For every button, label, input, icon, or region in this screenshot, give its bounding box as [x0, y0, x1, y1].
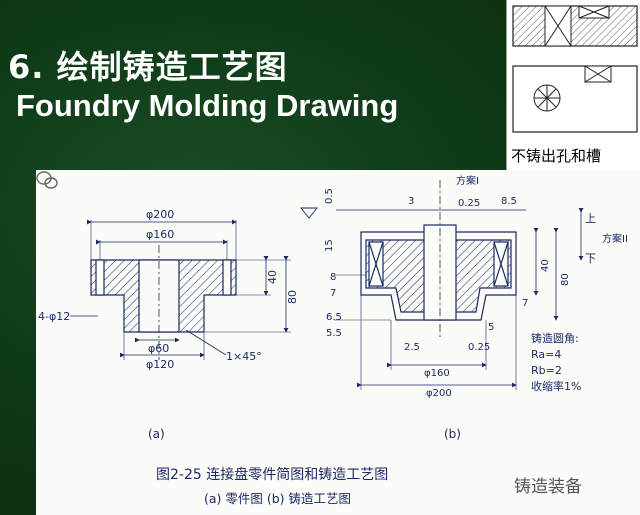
part-b-lower: 下	[585, 252, 596, 265]
wechat-icon	[36, 171, 58, 189]
part-b-dim-25: 2.5	[404, 342, 420, 353]
slide-title-chinese: 6. 绘制铸造工艺图	[8, 48, 288, 86]
part-b-fillet-ra: Ra=4	[531, 348, 561, 361]
part-b-fillet-rb: Rb=2	[531, 364, 562, 377]
drawing-canvas: φ200 φ160 4-φ12 40 80 φ60 φ120 1×45° (a)	[38, 174, 628, 441]
figure-subcaption: (a) 零件图 (b) 铸造工艺图	[204, 491, 352, 506]
part-b-dim-8: 8	[330, 272, 336, 283]
part-b-dim-40: 40	[540, 259, 551, 272]
part-b-scheme2: 方案II	[602, 232, 628, 245]
part-b-dim-55: 5.5	[326, 328, 342, 339]
part-b-dim-7a: 7	[330, 288, 336, 299]
part-b-drawing	[300, 180, 584, 390]
part-a-dim-160: φ160	[146, 228, 174, 241]
slide-title-english: Foundry Molding Drawing	[16, 88, 399, 123]
technical-drawing: φ200 φ160 4-φ12 40 80 φ60 φ120 1×45° (a)	[36, 170, 640, 515]
part-a-drawing	[70, 219, 291, 360]
part-b-dim-85: 8.5	[501, 196, 517, 207]
part-a-holes: 4-φ12	[38, 310, 70, 323]
part-b-dim-3: 3	[408, 196, 414, 207]
part-a-dim-80: 80	[286, 290, 299, 304]
part-b-upper: 上	[585, 212, 596, 225]
part-b-dim-160: φ160	[424, 368, 450, 379]
part-a-label: (a)	[148, 427, 165, 441]
part-b-dim-200: φ200	[426, 388, 452, 399]
part-b-dim-5: 5	[488, 322, 494, 333]
part-b-shrinkage: 收缩率1%	[531, 379, 581, 393]
part-b-label: (b)	[444, 427, 461, 441]
watermark-text: 铸造装备	[514, 477, 582, 497]
inset-figure: 不铸出孔和槽	[506, 0, 640, 171]
inset-label: 不铸出孔和槽	[511, 147, 602, 165]
part-a-dim-60: φ60	[148, 342, 169, 355]
part-a-dim-120: φ120	[146, 358, 174, 371]
part-a-chamfer: 1×45°	[226, 350, 262, 363]
part-b-dim-7b: 7	[522, 298, 528, 309]
part-b-dim-15: 15	[324, 239, 335, 252]
inset-drawing	[512, 5, 638, 133]
part-b-dim-025-bottom: 0.25	[468, 342, 490, 353]
part-b-scheme1: 方案I	[456, 174, 479, 187]
part-a-dim-200: φ200	[146, 208, 174, 221]
part-b-dim-05: 0.5	[324, 188, 335, 204]
part-b-dim-80: 80	[560, 273, 571, 286]
part-a-dim-40: 40	[266, 270, 279, 284]
part-b-dim-025-top: 0.25	[458, 198, 480, 209]
figure-caption: 图2-25 连接盘零件简图和铸造工艺图	[156, 467, 389, 483]
part-b-dim-65: 6.5	[326, 312, 342, 323]
part-b-fillet-title: 铸造圆角:	[531, 331, 579, 345]
